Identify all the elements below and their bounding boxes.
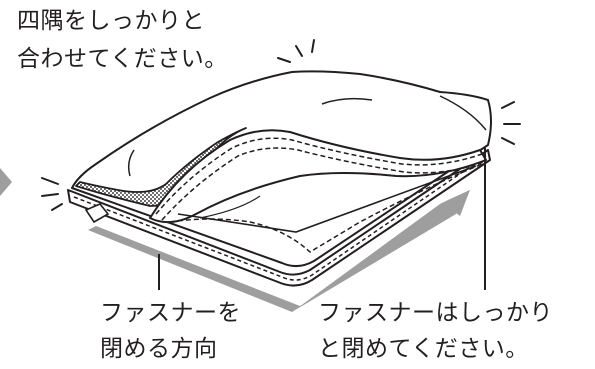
- instruction-corners-line2: 合わせてください。: [17, 46, 228, 72]
- emphasis-marks-right: [501, 101, 521, 145]
- zipper-direction-label-line2: 閉める方向: [100, 336, 218, 362]
- cover-base-layer: [67, 149, 491, 287]
- emphasis-marks-top: [277, 39, 315, 63]
- zipper-close-instruction-line1: ファスナーはしっかり: [318, 300, 553, 326]
- zipper-direction-label-line1: ファスナーを: [100, 300, 241, 326]
- emphasis-marks-left: [41, 177, 63, 211]
- instruction-corners-line1: 四隅をしっかりと: [17, 8, 205, 34]
- zipper-direction-arrow: [88, 190, 470, 312]
- open-flap: [149, 129, 487, 224]
- previous-step-arrow-icon: [0, 168, 12, 196]
- zipper-pull-icon: [84, 203, 110, 224]
- zipper-close-instruction-line2: と閉めてください。: [318, 336, 529, 362]
